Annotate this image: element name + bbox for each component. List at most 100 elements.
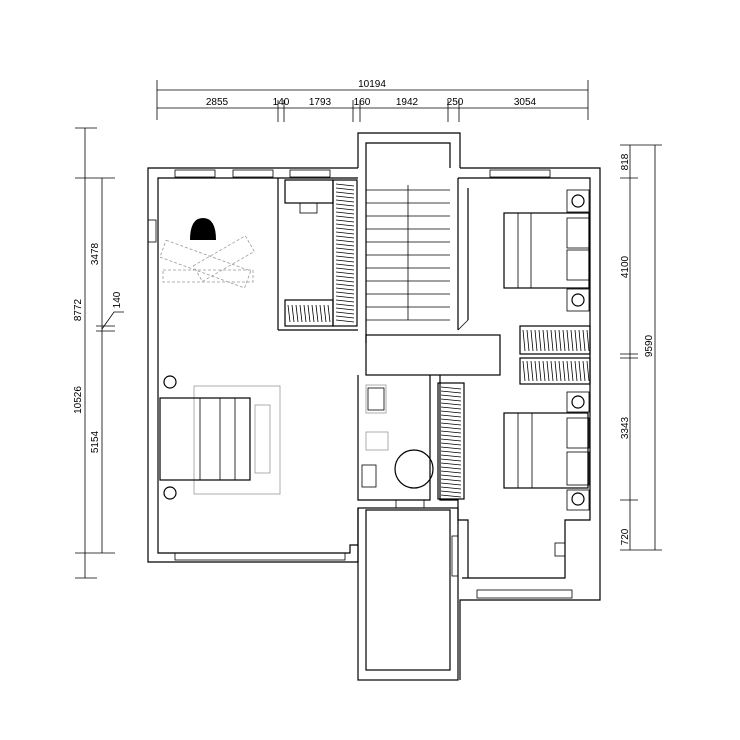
desk — [284, 179, 334, 204]
hanger-line — [335, 295, 355, 299]
hanger-line — [335, 187, 355, 191]
hanger-line — [335, 307, 355, 311]
hanger-line — [440, 478, 462, 482]
hanger-line — [335, 191, 355, 195]
hanger-line — [303, 304, 307, 323]
hanger-line — [582, 360, 586, 382]
hanger-line — [542, 329, 546, 352]
hanger-line — [582, 329, 586, 352]
dim-left-2: 140 — [112, 291, 123, 308]
hanger-line — [566, 329, 570, 352]
hanger-line — [570, 329, 574, 352]
hanger-line — [570, 360, 574, 382]
dim-top-total: 10194 — [358, 79, 386, 90]
hanger-line — [335, 227, 355, 231]
hanger-line — [440, 410, 462, 414]
chair — [554, 542, 566, 557]
hanger-line — [440, 426, 462, 430]
hanger-line — [335, 235, 355, 239]
hanger-line — [440, 482, 462, 486]
hanger-line — [335, 211, 355, 215]
bed-bottom-right — [503, 391, 590, 557]
hanger-line — [335, 259, 355, 263]
hanger-line — [440, 422, 462, 426]
walls — [147, 132, 601, 681]
hanger-line — [440, 418, 462, 422]
hanger-line — [542, 360, 546, 382]
hanger-line — [440, 474, 462, 478]
hanger-line — [586, 329, 590, 352]
hanger-line — [323, 304, 327, 323]
left-dimension-chain: 3478 140 5154 8772 10526 — [73, 127, 124, 579]
dim-left-3: 5154 — [90, 430, 101, 453]
hanger-line — [335, 299, 355, 303]
hanger-line — [538, 329, 542, 352]
hanger-line — [335, 251, 355, 255]
dim-right-2: 4100 — [620, 255, 631, 278]
hanger-line — [534, 360, 538, 382]
hanger-line — [287, 304, 291, 323]
hanger-line — [335, 207, 355, 211]
dim-right-1: 818 — [620, 153, 631, 170]
hanger-line — [562, 360, 566, 382]
hanger-line — [440, 494, 462, 498]
bed-left — [159, 375, 281, 500]
wardrobe-3 — [437, 382, 465, 500]
bathroom — [361, 329, 590, 500]
hanger-line — [335, 287, 355, 291]
hanger-line — [327, 304, 331, 323]
hanger-line — [319, 304, 323, 323]
hanger-line — [554, 360, 558, 382]
dim-left-total-a: 8772 — [73, 298, 84, 321]
hanger-line — [335, 291, 355, 295]
hanger-line — [335, 315, 355, 319]
study-furniture — [159, 179, 358, 327]
dim-top-6: 250 — [447, 97, 464, 108]
hanger-line — [440, 458, 462, 462]
hanger-line — [578, 329, 582, 352]
hanger-line — [440, 402, 462, 406]
hanger-line — [335, 275, 355, 279]
hanger-line — [550, 329, 554, 352]
hanger-line — [335, 267, 355, 271]
hanger-line — [440, 386, 462, 390]
armchair — [190, 218, 216, 240]
bed-top-right — [503, 189, 590, 312]
hanger-line — [335, 215, 355, 219]
wardrobe-1 — [332, 179, 358, 327]
hanger-line — [440, 430, 462, 434]
hanger-line — [335, 303, 355, 307]
hanger-line — [578, 360, 582, 382]
hanger-line — [440, 438, 462, 442]
hanger-line — [526, 360, 530, 382]
hanger-line — [554, 329, 558, 352]
hanger-line — [522, 360, 526, 382]
hanger-line — [335, 183, 355, 187]
right-dimension-chain: 818 4100 3343 720 9590 — [620, 144, 662, 551]
windows — [147, 169, 573, 599]
hanger-line — [335, 243, 355, 247]
dim-top-4: 160 — [354, 97, 371, 108]
dim-left-total-b: 10526 — [73, 386, 84, 414]
hanger-line — [335, 219, 355, 223]
hanger-line — [546, 360, 550, 382]
hanger-line — [335, 255, 355, 259]
hanger-line — [335, 199, 355, 203]
dim-top-5: 1942 — [396, 97, 419, 108]
hanger-line — [311, 304, 315, 323]
hanger-line — [335, 223, 355, 227]
hanger-line — [291, 304, 295, 323]
dim-top-3: 1793 — [309, 97, 332, 108]
dim-top-7: 3054 — [514, 97, 537, 108]
hanger-line — [440, 486, 462, 490]
hanger-line — [335, 319, 355, 323]
desk-chair — [299, 202, 318, 214]
hanger-line — [440, 406, 462, 410]
hanger-line — [440, 394, 462, 398]
hanger-line — [550, 360, 554, 382]
sink — [361, 464, 377, 488]
dim-top-2: 140 — [273, 97, 290, 108]
hanger-line — [335, 203, 355, 207]
wardrobe-2 — [284, 299, 334, 327]
